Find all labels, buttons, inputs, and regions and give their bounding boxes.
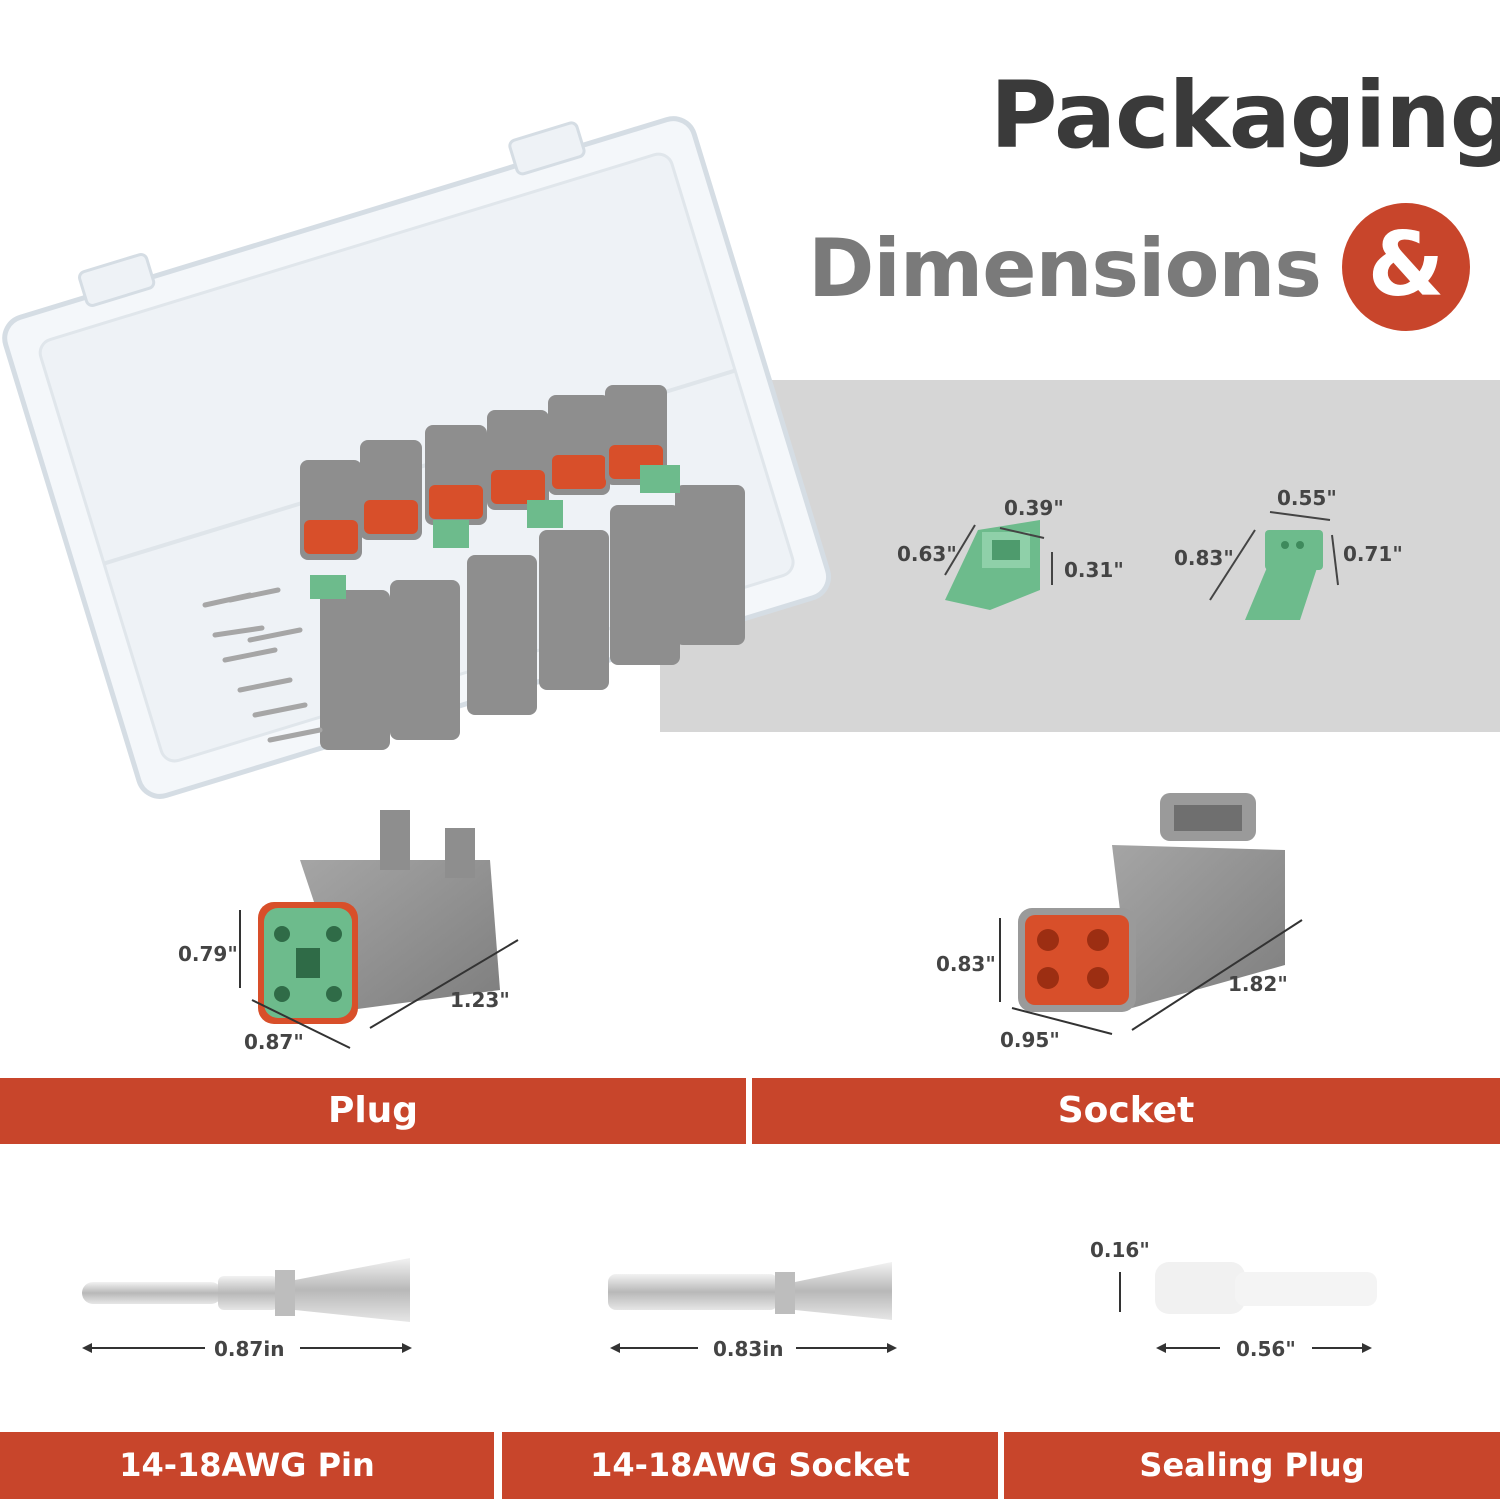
sealing-plug-length: 0.56"	[1236, 1337, 1296, 1361]
ampersand-badge: &	[1342, 203, 1470, 331]
plug-connector	[239, 810, 519, 1049]
boxed-connectors	[202, 385, 745, 750]
socket-connector	[999, 793, 1303, 1035]
sealing-plug-label-bar: Sealing Plug	[1004, 1432, 1500, 1499]
wedge-b-length: 0.83"	[1174, 546, 1234, 570]
plug-height: 0.79"	[178, 942, 238, 966]
pin-label-bar: 14-18AWG Pin	[0, 1432, 494, 1499]
socket-terminal-length: 0.83in	[713, 1337, 784, 1361]
wedge-a-width: 0.39"	[1004, 496, 1064, 520]
sealing-plug-diameter: 0.16"	[1090, 1238, 1150, 1262]
wedge-b-height: 0.71"	[1343, 542, 1403, 566]
title-packaging: Packaging	[990, 62, 1500, 169]
pin-terminal	[82, 1258, 412, 1353]
wedge-a-length: 0.63"	[897, 542, 957, 566]
socket-terminal	[608, 1262, 897, 1353]
wedge-lock-b	[1209, 511, 1339, 620]
socket-terminal-label-bar: 14-18AWG Socket	[502, 1432, 998, 1499]
wedge-b-width: 0.55"	[1277, 486, 1337, 510]
title-dimensions: Dimensions	[808, 222, 1322, 315]
wedge-lock-a	[944, 520, 1053, 610]
plug-label-bar: Plug	[0, 1078, 746, 1144]
socket-label-bar: Socket	[752, 1078, 1500, 1144]
wedge-a-height: 0.31"	[1064, 558, 1124, 582]
plug-length: 1.23"	[450, 988, 510, 1012]
socket-width: 0.95"	[1000, 1028, 1060, 1052]
sealing-plug	[1119, 1262, 1377, 1353]
socket-height: 0.83"	[936, 952, 996, 976]
pin-length: 0.87in	[214, 1337, 285, 1361]
socket-length: 1.82"	[1228, 972, 1288, 996]
plug-width: 0.87"	[244, 1030, 304, 1054]
